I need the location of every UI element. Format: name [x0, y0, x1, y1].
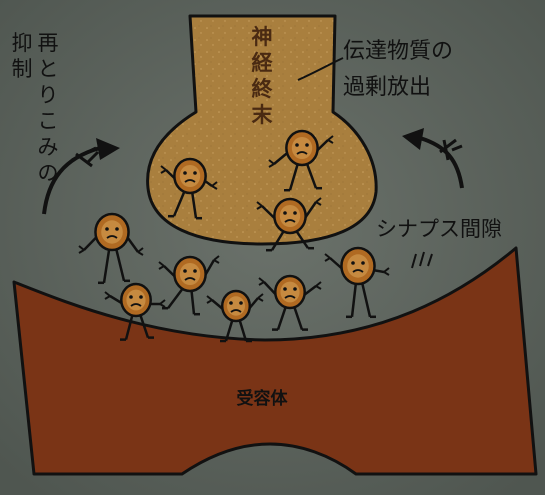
- nerve-terminal-label-char: 終: [252, 77, 274, 101]
- receptor-body: [12, 246, 538, 476]
- molecule-figure: [78, 212, 144, 285]
- molecule-figure: [268, 129, 334, 192]
- release-label-line1: 伝達物質の: [343, 39, 453, 64]
- reuptake-label-char: り: [38, 83, 59, 107]
- molecule-figure: [206, 289, 264, 343]
- release-leader-line: [297, 57, 344, 81]
- synaptic-cleft-label: シナプス間隙: [376, 217, 502, 241]
- molecule-figure: [256, 197, 322, 252]
- nerve-terminal-label-char: 経: [252, 51, 274, 75]
- molecule-figure: [104, 282, 166, 341]
- molecule-figure: [258, 274, 322, 331]
- reuptake-label-char: 再: [38, 31, 59, 55]
- reuptake-label-char: 抑: [12, 31, 33, 55]
- reuptake-label-char: 制: [12, 57, 33, 81]
- reuptake-label-char: み: [38, 135, 59, 159]
- molecule-figure: [324, 246, 390, 319]
- sweat-marks-icon: [411, 251, 433, 269]
- inhibit-mark-icon: [71, 146, 100, 168]
- inhibit-mark-icon: [439, 138, 463, 161]
- release-label-line2: 過剰放出: [343, 75, 431, 100]
- nerve-terminal-label-char: 神: [252, 25, 273, 49]
- neurotransmitter-molecules: [78, 129, 390, 343]
- molecule-figure: [158, 255, 220, 316]
- receptor-label: 受容体: [237, 388, 289, 409]
- reuptake-label-char: こ: [38, 109, 59, 133]
- molecule-figure: [160, 157, 218, 220]
- reuptake-label-char: と: [38, 57, 59, 81]
- curved-arrow-icon: [402, 128, 464, 189]
- nerve-terminal-label-char: 末: [252, 103, 274, 127]
